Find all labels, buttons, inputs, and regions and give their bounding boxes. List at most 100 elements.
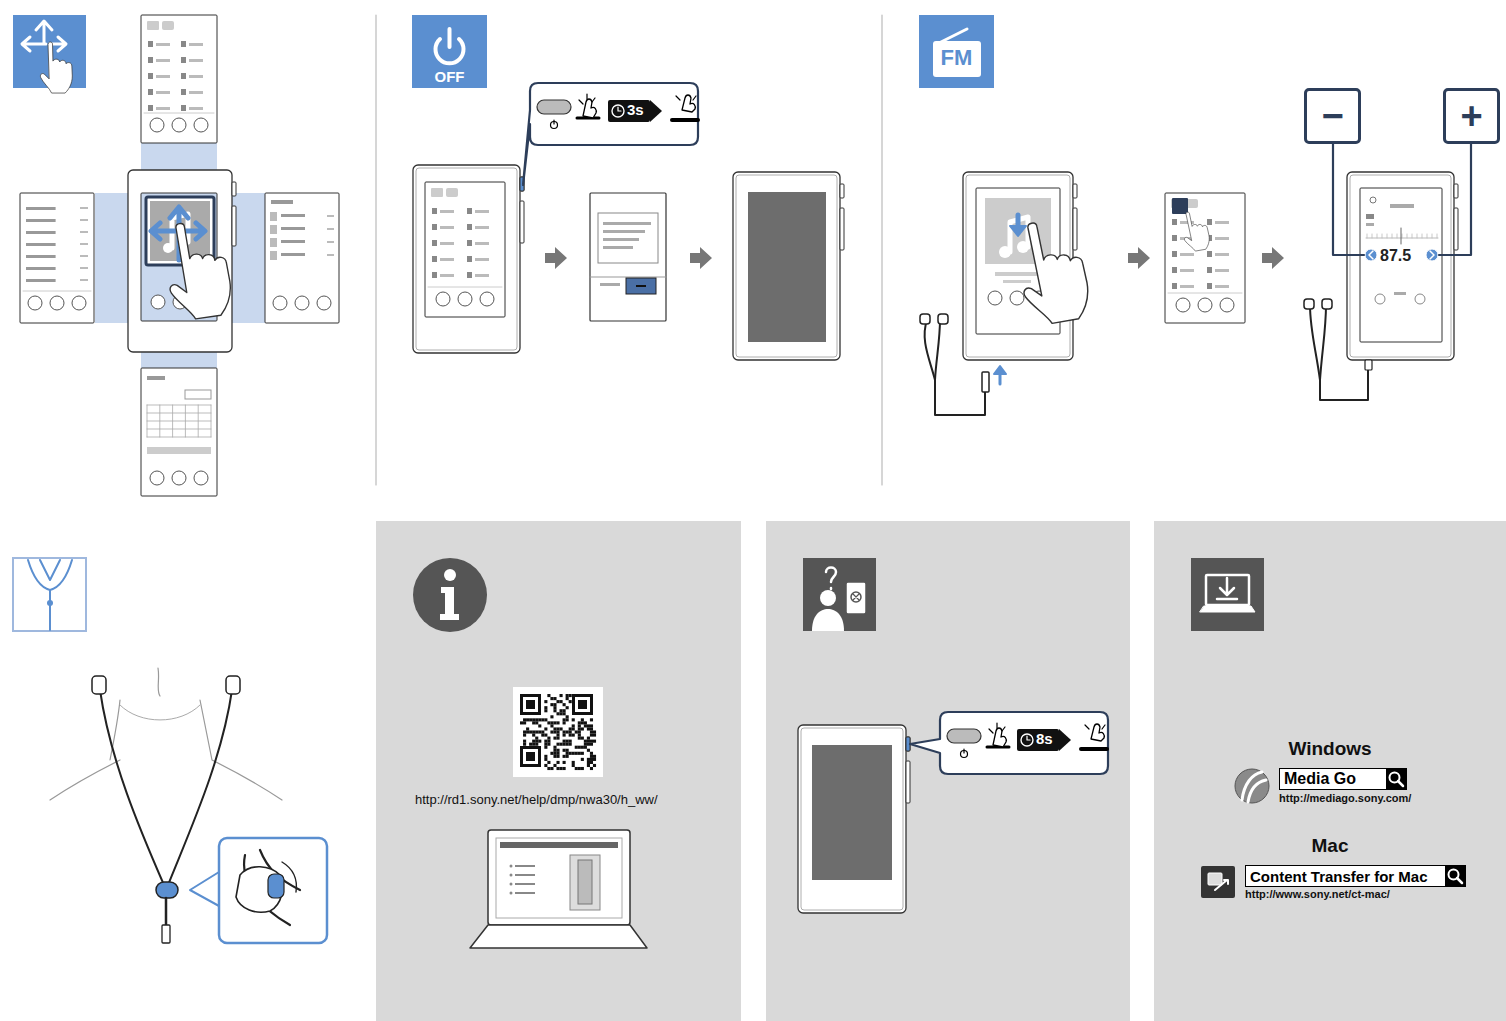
list-line (26, 231, 56, 234)
screen (141, 368, 217, 496)
qr-module (547, 721, 550, 724)
qr-module (566, 706, 569, 709)
mac-app-logo (1201, 866, 1235, 898)
timer-seconds: 3s (627, 102, 644, 119)
qr-module (523, 743, 526, 746)
icon-tile (803, 558, 876, 631)
power-symbol (963, 749, 964, 753)
menu-line (1215, 285, 1229, 288)
qr-module (550, 703, 553, 706)
list-dots (80, 243, 88, 245)
qr-module (569, 730, 572, 733)
menu-icon (1172, 251, 1177, 257)
tuning-tick (1407, 234, 1408, 238)
qr-module (535, 743, 538, 746)
ui-button (295, 296, 309, 310)
earbud (92, 676, 106, 694)
earphone-cable (1310, 305, 1368, 400)
earphone-cable (165, 898, 168, 925)
qr-module (556, 743, 559, 746)
divider (144, 113, 214, 114)
qr-module (584, 724, 587, 727)
step-arrow (545, 247, 567, 269)
grid-line (147, 405, 211, 406)
menu-line (156, 91, 170, 94)
laptop-display (496, 838, 622, 918)
qr-module (569, 727, 572, 730)
qr-module (581, 727, 584, 730)
screen (20, 193, 94, 323)
menu-icon (181, 41, 186, 47)
qr-finder (523, 697, 538, 712)
qr-module (587, 740, 590, 743)
screen (141, 15, 217, 143)
menu-line (156, 59, 170, 62)
qr-module (553, 752, 556, 755)
qr-module (550, 730, 553, 733)
clock-hand (1027, 736, 1030, 740)
menu-line (1215, 253, 1229, 256)
menu-icon (467, 256, 472, 262)
player-bezel (801, 728, 903, 910)
dialog-line (603, 246, 633, 249)
earbud (938, 314, 948, 324)
qr-module (563, 767, 566, 770)
qr-module (538, 724, 541, 727)
qr-module (581, 718, 584, 721)
menu-line (475, 242, 489, 245)
list-dots (80, 231, 88, 233)
radio-icon (939, 29, 967, 43)
tuning-tick (1422, 234, 1423, 238)
qr-module (556, 737, 559, 740)
qr-module (590, 761, 593, 764)
side-button (232, 182, 236, 196)
menu-icon (148, 89, 153, 95)
info-glyph (440, 587, 459, 620)
qr-code (513, 687, 603, 777)
download-icon (1206, 575, 1249, 605)
title-line (1390, 204, 1414, 208)
menu-line (440, 210, 454, 213)
group (1180, 209, 1211, 252)
qr-module (529, 743, 532, 746)
tuning-tick (1427, 234, 1428, 238)
menu-icon (162, 21, 174, 30)
menu-line (1180, 285, 1194, 288)
clock-icon (1370, 197, 1376, 203)
button-box: + (1443, 88, 1500, 144)
body-outline (50, 668, 282, 800)
release-mark (1085, 725, 1105, 729)
divider (590, 277, 666, 278)
group (1012, 216, 1093, 328)
earbud (1322, 299, 1332, 309)
ui-button (194, 118, 208, 132)
bar (147, 447, 211, 454)
frequency-value: 87.5 (1380, 247, 1411, 265)
qr-module (550, 721, 553, 724)
qr-module (572, 724, 575, 727)
menu-line (189, 107, 203, 110)
qr-module (553, 706, 556, 709)
qr-module (541, 730, 544, 733)
qr-module (532, 740, 535, 743)
grid-line (172, 405, 173, 437)
qr-module (584, 746, 587, 749)
qr-module (544, 706, 547, 709)
grid-line (147, 437, 211, 438)
bullet (510, 865, 513, 868)
tuning-tick (1397, 234, 1398, 238)
menu-icon (181, 57, 186, 63)
qr-module (584, 721, 587, 724)
tune-down (1369, 251, 1373, 259)
person-icon (812, 609, 844, 631)
tuning-tick (1432, 234, 1433, 238)
qr-module (560, 694, 563, 697)
panel (766, 521, 1130, 1021)
menu-icon (432, 224, 437, 230)
qr-module (544, 734, 547, 737)
ui-button (150, 118, 164, 132)
qr-module (587, 724, 590, 727)
ui-button (273, 296, 287, 310)
qr-module (563, 718, 566, 721)
menu-icon (432, 208, 437, 214)
